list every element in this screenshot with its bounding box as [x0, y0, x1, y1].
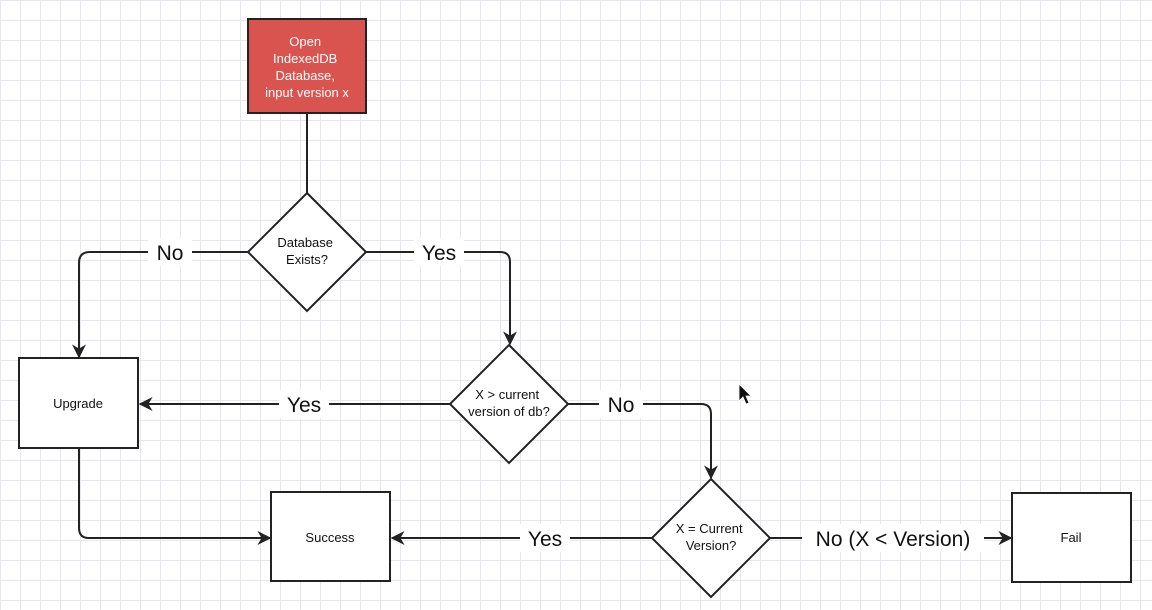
edge-label-bg — [279, 390, 329, 418]
decision-version-greater — [448, 343, 570, 465]
start-node-open-database — [247, 18, 367, 114]
end-node-success-label: Success — [305, 530, 355, 545]
edge-upgrade-to-success — [78, 448, 272, 545]
decision-database-exists — [246, 191, 368, 313]
decision-version-equal — [650, 477, 772, 599]
start-node-label: Open IndexedDB Database, input version x — [265, 34, 349, 100]
mouse-cursor-icon — [738, 383, 752, 405]
edge-exists-no — [72, 251, 248, 359]
process-node-upgrade-label: Upgrade — [53, 396, 103, 411]
end-node-fail-label: Fail — [1061, 530, 1082, 545]
edge-label-greater-yes: Yes — [287, 394, 321, 417]
edge-label-exists-no: No — [157, 242, 184, 265]
edge-label-bg — [148, 238, 192, 266]
decision-version-greater-label: X > current version of db? — [468, 387, 550, 419]
edge-label-bg — [802, 524, 984, 552]
edge-label-bg — [520, 524, 570, 552]
edge-label-greater-no: No — [608, 394, 635, 417]
process-node-upgrade — [18, 357, 139, 449]
edge-label-equal-no: No (X < Version) — [816, 528, 971, 551]
edge-label-bg — [414, 238, 464, 266]
edge-exists-yes — [366, 251, 517, 346]
edge-greater-no — [568, 403, 718, 480]
decision-database-exists-label: Database Exists? — [277, 235, 336, 267]
decision-version-equal-label: X = Current Version? — [676, 521, 746, 553]
edge-label-exists-yes: Yes — [422, 242, 456, 265]
end-node-fail — [1011, 492, 1132, 583]
edge-label-equal-yes: Yes — [528, 528, 562, 551]
end-node-success — [270, 491, 391, 582]
edge-label-bg — [599, 390, 643, 418]
